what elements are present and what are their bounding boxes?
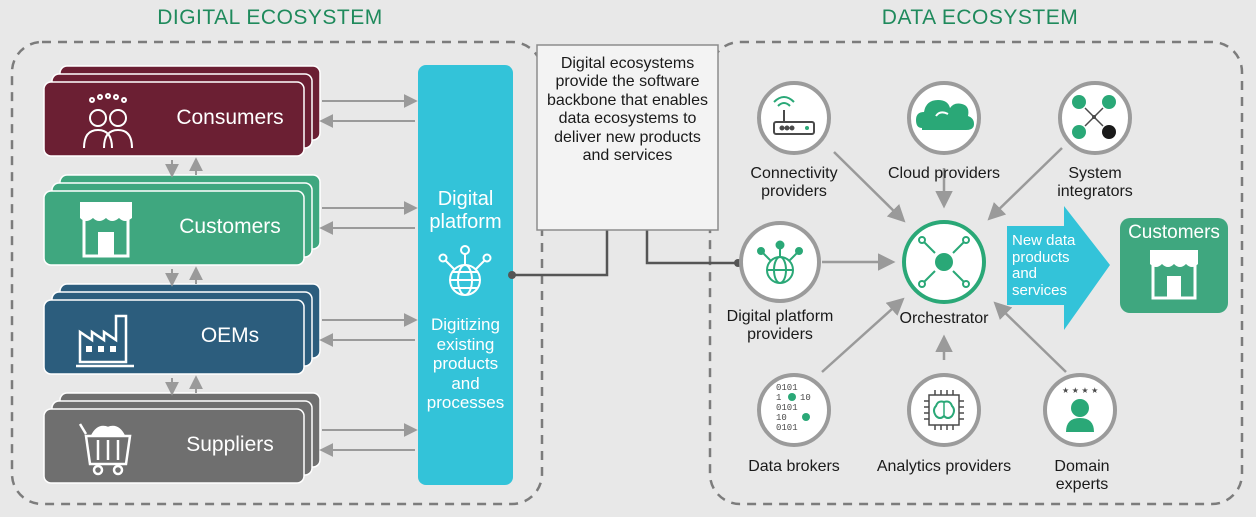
new-data-arrow <box>1007 206 1110 330</box>
expert-person-icon: ★ ★ ★ ★ <box>1062 386 1098 432</box>
svg-text:10: 10 <box>776 413 787 423</box>
node-label-digital-platform: Digital platform providers <box>726 308 834 344</box>
factory-icon <box>76 314 134 368</box>
new-data-arrow-text: New data products and services <box>1012 232 1076 299</box>
platform-arrows <box>319 94 418 457</box>
globe-network-icon <box>757 240 803 284</box>
svg-text:1: 1 <box>776 393 781 403</box>
node-label-analytics: Analytics providers <box>876 458 1012 475</box>
data-ecosystem-title: DATA ECOSYSTEM <box>881 6 1079 29</box>
output-customers-label: Customers <box>1128 222 1220 243</box>
cloud-icon <box>916 100 974 130</box>
callout-box <box>536 44 719 231</box>
storefront-icon <box>1150 250 1198 300</box>
router-icon <box>773 96 815 135</box>
data-ecosystem-border <box>708 40 1244 506</box>
hub-icon <box>918 236 970 288</box>
devices-network-icon <box>1072 95 1116 139</box>
output-customers-box <box>1120 218 1228 313</box>
node-label-integrators: System integrators <box>1057 165 1133 201</box>
customers-stack <box>43 174 321 266</box>
stakeholder-label-suppliers: Suppliers <box>186 433 274 456</box>
stack-arrows <box>165 157 203 396</box>
node-label-cloud: Cloud providers <box>887 165 1001 182</box>
stakeholder-label-oems: OEMs <box>200 324 260 347</box>
svg-text:10: 10 <box>800 393 811 403</box>
storefront-icon <box>80 202 132 258</box>
svg-text:0101: 0101 <box>776 423 798 433</box>
brain-chip-icon <box>924 390 964 430</box>
stakeholder-label-customers: Customers <box>179 215 281 238</box>
oems-stack <box>43 283 321 375</box>
globe-network-icon <box>438 245 492 296</box>
callout-text: Digital ecosystems provide the software … <box>546 55 708 164</box>
node-label-brokers: Data brokers <box>748 458 840 475</box>
node-label-orchestrator: Orchestrator <box>899 310 989 327</box>
platform-title: Digital platform <box>429 188 502 233</box>
orchestrator-arrows <box>821 147 1067 373</box>
node-label-connectivity: Connectivity providers <box>750 165 838 201</box>
consumers-stack <box>43 65 321 157</box>
digital-ecosystem-title: DIGITAL ECOSYSTEM <box>157 6 383 29</box>
mine-cart-icon <box>78 423 132 476</box>
digital-platform-bar <box>418 65 513 485</box>
digital-ecosystem-border <box>10 40 544 506</box>
binary-data-icon: 0101 1 10 0101 10 0101 <box>776 383 811 433</box>
svg-text:★ ★ ★ ★: ★ ★ ★ ★ <box>1062 386 1098 395</box>
platform-subtitle: Digitizing existing products and process… <box>426 315 505 413</box>
stakeholder-label-consumers: Consumers <box>176 106 284 129</box>
callout-connectors <box>512 230 738 277</box>
svg-text:0101: 0101 <box>776 403 798 413</box>
svg-text:0101: 0101 <box>776 383 798 393</box>
node-label-experts: Domain experts <box>1054 458 1110 494</box>
people-icon <box>83 93 133 149</box>
